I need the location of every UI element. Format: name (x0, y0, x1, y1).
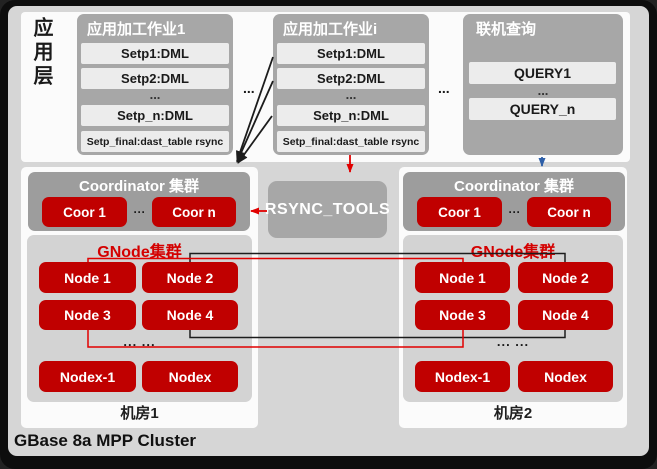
room1-node-3: Node 3 (39, 300, 136, 330)
room2-node-4: Node 4 (518, 300, 613, 330)
room2-node-3: Node 3 (415, 300, 510, 330)
jobi-step-1: Setp1:DML (277, 43, 425, 64)
room1-coor-1: Coor 1 (42, 197, 127, 227)
room2-label: 机房2 (493, 405, 533, 422)
room2-node-2: Node 2 (518, 262, 613, 293)
rsync-tools-box: RSYNC_TOOLS (265, 181, 390, 238)
job1-step-ellipsis: ... (149, 86, 161, 102)
room2-gnode-cluster: GNode集群 Node 1 Node 2 Node 3 Node 4 ... … (403, 235, 623, 402)
room1-coor-ellipsis: ··· (133, 205, 146, 219)
application-layer-label: 应用层 (30, 17, 52, 89)
job1-step-1: Setp1:DML (81, 43, 229, 64)
room1-gnode-title: GNode集群 (97, 244, 182, 261)
online-query-title: 联机查询 (476, 21, 537, 38)
jobi-step-2: Setp2:DML (277, 68, 425, 89)
room-1: Coordinator 集群 Coor 1 ··· Coor n GNode集群… (21, 167, 258, 428)
room1-gnode-ellipsis: ... ... (123, 333, 156, 349)
room2-node-x: Nodex (518, 361, 613, 392)
room1-gnode-cluster: GNode集群 Node 1 Node 2 Node 3 Node 4 ... … (27, 235, 252, 402)
room1-coor-n: Coor n (152, 197, 236, 227)
room-2: Coordinator 集群 Coor 1 ··· Coor n GNode集群… (399, 167, 627, 428)
room2-gnode-title: GNode集群 (470, 244, 556, 261)
room2-coordinator-cluster: Coordinator 集群 Coor 1 ··· Coor n (403, 172, 625, 231)
room1-coordinator-title: Coordinator 集群 (79, 178, 199, 195)
job-box-1-title: 应用加工作业1 (87, 21, 186, 38)
jobi-step-ellipsis: ... (345, 86, 357, 102)
room1-node-2: Node 2 (142, 262, 238, 293)
room2-coor-n: Coor n (527, 197, 611, 227)
job-box-1: 应用加工作业1 Setp1:DML Setp2:DML ... Setp_n:D… (77, 14, 233, 155)
job-gap-ellipsis-1: ... (243, 80, 255, 96)
room1-node-1: Node 1 (39, 262, 136, 293)
room2-gnode-ellipsis: ... ... (496, 333, 530, 349)
query-item-n: QUERY_n (469, 98, 616, 120)
room1-node-4: Node 4 (142, 300, 238, 330)
job1-step-n: Setp_n:DML (81, 105, 229, 126)
job-box-i: 应用加工作业i Setp1:DML Setp2:DML ... Setp_n:D… (273, 14, 429, 155)
job-box-i-title: 应用加工作业i (283, 21, 378, 38)
room1-coordinator-cluster: Coordinator 集群 Coor 1 ··· Coor n (28, 172, 250, 231)
room1-node-x: Nodex (142, 361, 238, 392)
room1-label: 机房1 (120, 405, 159, 422)
room2-node-1: Node 1 (415, 262, 510, 293)
room1-node-x1: Nodex-1 (39, 361, 136, 392)
room2-coor-ellipsis: ··· (508, 205, 521, 219)
job1-step-2: Setp2:DML (81, 68, 229, 89)
diagram-title: GBase 8a MPP Cluster (14, 431, 197, 450)
room2-coordinator-title: Coordinator 集群 (454, 178, 574, 195)
online-query-box: 联机查询 QUERY1 ... QUERY_n (463, 14, 623, 155)
query-item-1: QUERY1 (469, 62, 616, 84)
jobi-step-final: Setp_final:dast_table rsync (277, 131, 425, 152)
job-gap-ellipsis-2: ... (438, 80, 450, 96)
query-ellipsis: ... (537, 82, 549, 98)
job1-step-final: Setp_final:dast_table rsync (81, 131, 229, 152)
room2-coor-1: Coor 1 (417, 197, 502, 227)
jobi-step-n: Setp_n:DML (277, 105, 425, 126)
room2-node-x1: Nodex-1 (415, 361, 510, 392)
